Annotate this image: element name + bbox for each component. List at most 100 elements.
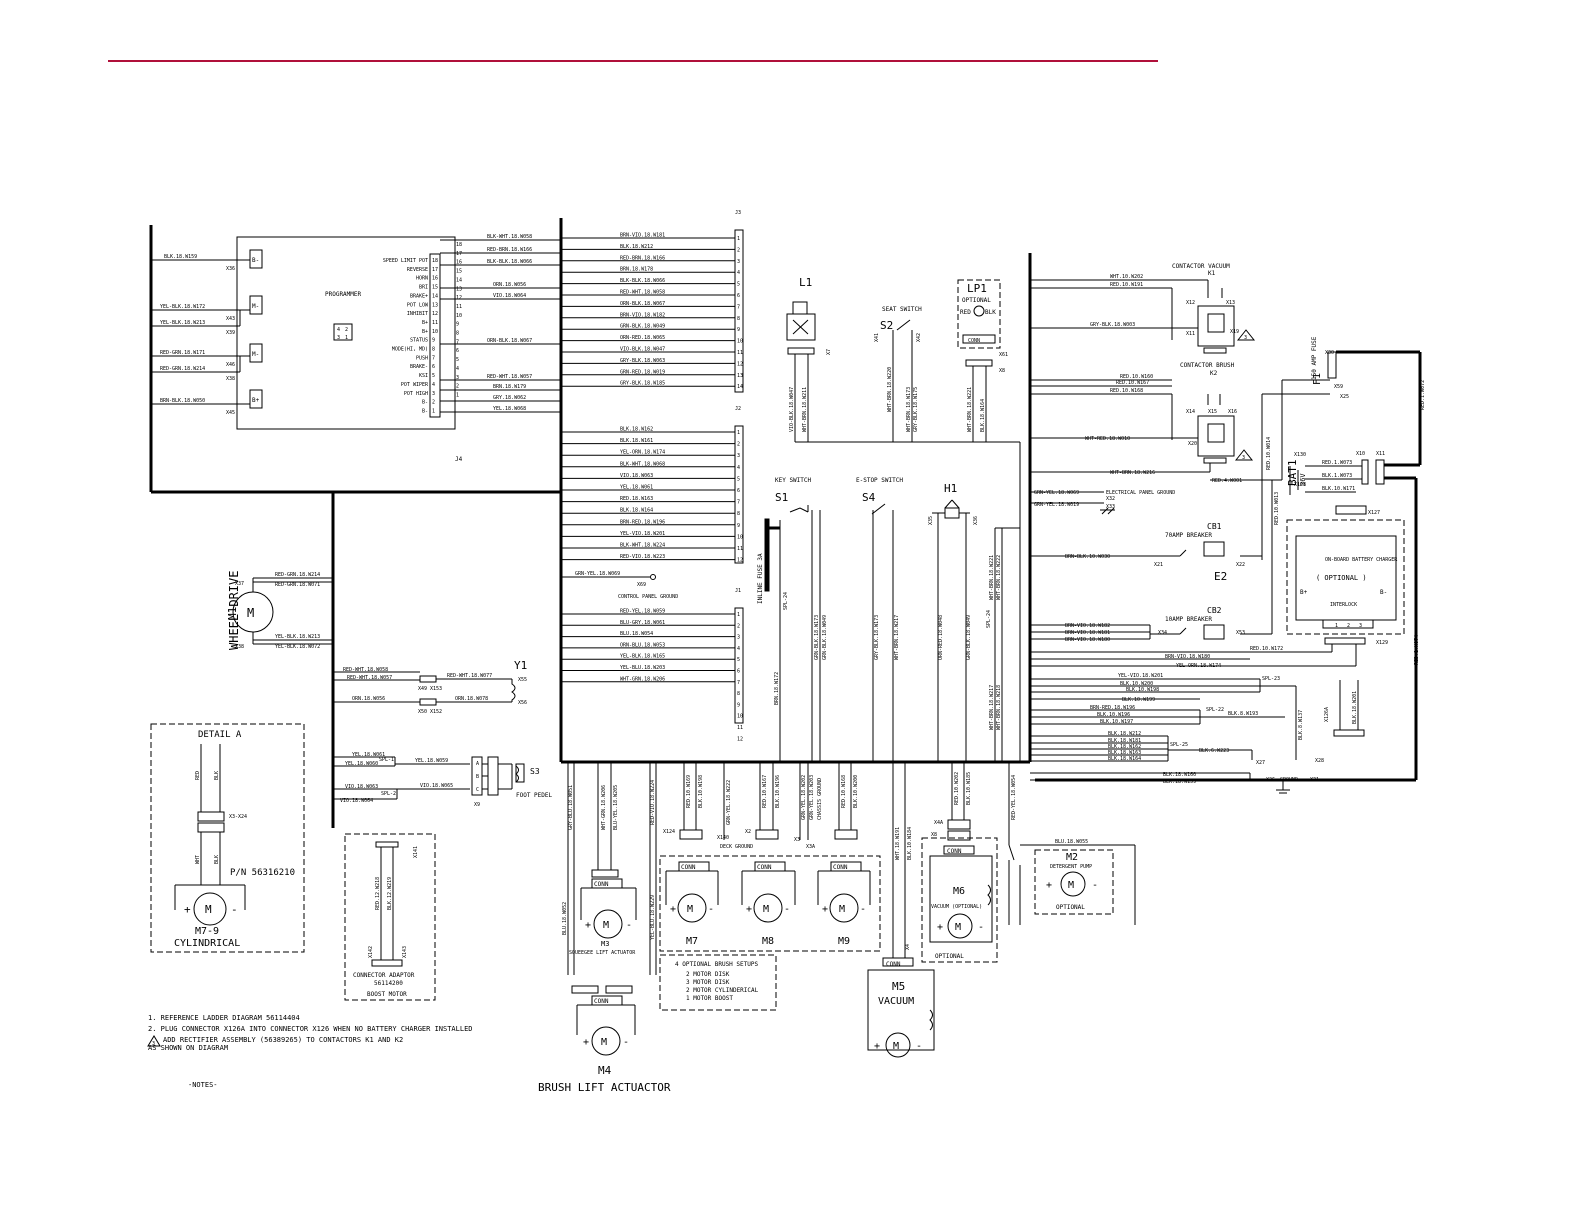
svg-text:-NOTES-: -NOTES- (188, 1081, 218, 1089)
programmer-pin: 15 (432, 285, 438, 291)
harness-wire-label: BLK.18.W162 (620, 427, 653, 433)
seat-switch: SEAT SWITCH S2 X41 X42 WHT-BRN.18.W220 W… (874, 306, 922, 442)
svg-text:X20: X20 (1188, 441, 1197, 447)
svg-text:BLK.18.W212: BLK.18.W212 (1108, 731, 1141, 737)
svg-text:-: - (784, 904, 790, 915)
programmer-pin: 13 (432, 302, 438, 308)
svg-text:X45: X45 (226, 410, 235, 416)
svg-text:YEL-BLK.18.W213: YEL-BLK.18.W213 (160, 320, 205, 326)
svg-text:+: + (585, 920, 591, 931)
svg-text:M: M (1068, 880, 1074, 891)
svg-text:BLK.18.W201: BLK.18.W201 (1352, 691, 1358, 724)
svg-text:-: - (708, 904, 714, 915)
svg-text:B+: B+ (1300, 589, 1308, 596)
svg-text:VIO.18.W065: VIO.18.W065 (420, 783, 453, 789)
svg-text:SPL-24: SPL-24 (783, 592, 789, 610)
svg-text:ADD RECTIFIER ASSEMBLY (563892: ADD RECTIFIER ASSEMBLY (56389265) TO CON… (163, 1036, 403, 1044)
lp1-label: LP1 (967, 282, 987, 295)
programmer-pin-outer: 18 (456, 242, 462, 248)
harness-wire-label: BLU.18.W054 (620, 631, 653, 637)
harness-wire-label: BLK-BLK.18.W066 (620, 278, 665, 284)
svg-text:RED-GRN.18.W071: RED-GRN.18.W071 (275, 582, 320, 588)
svg-text:BLK.1.W073: BLK.1.W073 (1322, 473, 1352, 479)
svg-text:X38: X38 (226, 376, 235, 382)
fuse-label: 150 AMP FUSE (1311, 336, 1318, 380)
svg-text:X130: X130 (1294, 452, 1306, 458)
svg-text:BRN-VIO.18.W180: BRN-VIO.18.W180 (1065, 637, 1110, 643)
svg-text:RED.10.W167: RED.10.W167 (762, 775, 768, 808)
svg-text:X59: X59 (1334, 384, 1343, 390)
programmer-pin-outer: 13 (456, 286, 462, 292)
programmer-pin: 3 (432, 391, 435, 397)
svg-text:A: A (476, 761, 479, 767)
svg-text:WHT-BRN.18.W222: WHT-BRN.18.W222 (996, 555, 1002, 600)
programmer-terminal: B+ (252, 397, 260, 404)
svg-text:BRN-BLK.18.W050: BRN-BLK.18.W050 (160, 398, 205, 404)
svg-text:+: + (822, 904, 828, 915)
pin-number: 2 (737, 247, 740, 253)
programmer-pin: 4 (432, 382, 435, 388)
svg-text:3: 3 (337, 335, 340, 341)
cb1-label: CB1 (1207, 522, 1222, 531)
foot-pedal: YEL.18.W061 YEL.18.W060 SPL-1 YEL.18.W05… (333, 752, 553, 808)
battery-label: BAT1 (1286, 460, 1299, 487)
programmer-right-wires: BLK-WHT.18.W058 RED-BRN.18.W166 BLK-BLK.… (440, 234, 562, 413)
programmer-input-label: PUSH (416, 355, 428, 361)
programmer-input-label: BRAKE- (410, 364, 428, 370)
harness-wire-label: ORN-BLU.18.W053 (620, 642, 665, 648)
svg-text:GRN-YEL.18.W069: GRN-YEL.18.W069 (1034, 490, 1079, 496)
svg-text:ON-BOARD BATTERY CHARGER: ON-BOARD BATTERY CHARGER (1325, 557, 1398, 563)
programmer-pin-outer: 3 (456, 375, 459, 381)
svg-text:RED-GRN.18.W214: RED-GRN.18.W214 (160, 366, 205, 372)
svg-text:WHT-BRN.18.W173: WHT-BRN.18.W173 (906, 387, 912, 432)
programmer-input-label: HORN (416, 276, 428, 282)
pin-number: 8 (737, 316, 740, 322)
harness-wire-label: YEL-BLK.18.W165 (620, 654, 665, 660)
breaker-cb2: CB2 10AMP BREAKER BRN-VIO.18.W182 BRN-VI… (1030, 480, 1273, 643)
svg-text:CONN: CONN (757, 864, 772, 871)
svg-text:RED.10.W168: RED.10.W168 (1110, 388, 1143, 394)
svg-text:X7: X7 (826, 349, 832, 355)
pin-number: 4 (737, 646, 740, 652)
harness-wire-label: BLK-WHT.18.W224 (620, 543, 665, 549)
svg-text:GRN-YEL.18.W019: GRN-YEL.18.W019 (1034, 502, 1079, 508)
svg-text:BRN-BLK.10.W030: BRN-BLK.10.W030 (1065, 554, 1110, 560)
svg-text:BLK-WHT.18.W058: BLK-WHT.18.W058 (487, 234, 532, 240)
pin-number: 3 (737, 453, 740, 459)
svg-text:GRY-BLU.18.W051: GRY-BLU.18.W051 (568, 785, 574, 830)
breaker-cb1: CB1 70AMP BREAKER BRN-BLK.10.W030 X21 X2… (1030, 522, 1262, 583)
svg-text:RED.1.W073: RED.1.W073 (1322, 460, 1352, 466)
programmer-pin: 2 (432, 400, 435, 406)
m5-caption: VACUUM (878, 996, 914, 1007)
harness-wire-label: RED-YEL.18.W059 (620, 609, 665, 615)
pin-number: 5 (737, 282, 740, 288)
pin-number: 1 (737, 612, 740, 618)
indicator-l1: L1 X7 VIO-BLK.18.W047 WHT-BRN.18.W211 (786, 276, 832, 442)
svg-text:C: C (476, 787, 479, 793)
programmer-pin: 17 (432, 267, 438, 273)
svg-text:4: 4 (337, 327, 340, 333)
harness-wire-label: BRN-VIO.18.W181 (620, 233, 665, 239)
svg-text:YEL-ORN.18.W174: YEL-ORN.18.W174 (1176, 663, 1221, 669)
svg-text:WHT-BRN.18.W218: WHT-BRN.18.W218 (996, 685, 1002, 730)
svg-text:+: + (874, 1041, 880, 1052)
svg-text:RED-WHT.18.W057: RED-WHT.18.W057 (487, 374, 532, 380)
programmer-pin: 5 (432, 373, 435, 379)
programmer-pin-outer: 14 (456, 277, 462, 283)
harness-wire-label: YEL-ORN.18.W174 (620, 450, 665, 456)
programmer-pin: 6 (432, 364, 435, 370)
harness-wire-label: RED-VIO.18.W223 (620, 554, 665, 560)
svg-text:F1: F1 (1312, 373, 1323, 385)
svg-text:X153: X153 (430, 686, 442, 692)
m7-label: M7 (686, 936, 698, 947)
svg-text:OPTIONAL: OPTIONAL (962, 297, 991, 304)
svg-text:BLK: BLK (214, 855, 220, 864)
wheel-drive-label: WHEEL DRIVE (227, 571, 241, 650)
harness-wire-label: BLK.18.W161 (620, 438, 653, 444)
svg-text:AS SHOWN ON DIAGRAM: AS SHOWN ON DIAGRAM (148, 1044, 228, 1052)
svg-text:INLINE FUSE 3A: INLINE FUSE 3A (757, 553, 764, 604)
programmer-input-label: INHIBIT (407, 311, 428, 317)
pin-number: 5 (737, 476, 740, 482)
pin-number: 4 (737, 270, 740, 276)
